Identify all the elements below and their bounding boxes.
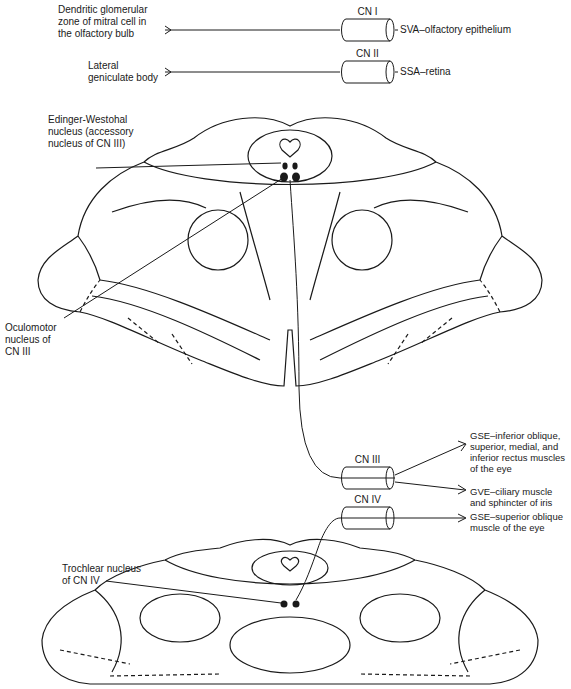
nerve-node: CN I <box>340 6 395 42</box>
drawing-stroke <box>252 551 328 585</box>
nerve-cylinder <box>340 18 395 42</box>
drawing-stroke <box>388 334 408 364</box>
drawing-stroke <box>458 441 466 451</box>
drawing-stroke <box>188 210 248 270</box>
drawing-stroke <box>165 26 171 34</box>
drawing-stroke <box>172 334 192 364</box>
drawing-stroke <box>92 296 260 360</box>
drawing-stroke <box>280 173 288 182</box>
drawing-stroke <box>282 163 287 170</box>
nerve-cylinder <box>340 506 395 530</box>
drawing-stroke <box>165 68 171 76</box>
drawing-stroke <box>248 130 332 182</box>
annotation-label: Oculomotor nucleus of CN III <box>5 322 63 358</box>
annotation-label: SSA–retina <box>400 66 565 78</box>
annotation-label: GVE–ciliary muscle and sphincter of iris <box>470 486 567 508</box>
drawing-stroke <box>78 236 100 280</box>
cylinder-body <box>342 507 391 529</box>
cylinder-body <box>342 61 391 83</box>
annotation-label: Dendritic glomerular zone of mitral cell… <box>58 4 162 40</box>
drawing-stroke <box>60 650 130 664</box>
annotation-label: Trochlear nucleus of CN IV <box>62 563 147 587</box>
cylinder-body <box>342 467 391 489</box>
drawing-stroke <box>42 539 538 684</box>
drawing-stroke <box>80 280 500 364</box>
drawing-stroke <box>230 617 350 673</box>
cylinder-end <box>386 19 394 41</box>
drawing-stroke <box>320 296 488 360</box>
drawing-stroke <box>165 560 415 584</box>
drawing-stroke <box>80 280 100 312</box>
drawing-stroke <box>395 482 465 490</box>
drawing-stroke <box>292 173 300 182</box>
drawing-stroke <box>96 163 281 168</box>
drawing-stroke <box>144 162 436 185</box>
drawing-stroke <box>165 72 398 73</box>
drawing-stroke <box>110 674 220 676</box>
drawing-stroke <box>60 650 520 676</box>
drawing-stroke <box>420 318 452 344</box>
cylinder-end <box>386 61 394 83</box>
annotation-label: Lateral geniculate body <box>88 60 162 84</box>
nerve-node: CN III <box>340 454 395 490</box>
drawing-stroke <box>480 280 500 312</box>
drawing-stroke <box>293 601 300 608</box>
annotation-label: GSE–inferior oblique, superior, medial, … <box>470 430 567 474</box>
drawing-stroke <box>458 514 466 522</box>
drawing-stroke <box>280 163 300 182</box>
drawing-stroke <box>450 650 520 664</box>
drawing-stroke <box>106 581 281 603</box>
midbrain-section-inferior <box>42 539 538 684</box>
drawing-stroke <box>280 139 300 157</box>
cylinder-body <box>342 19 391 41</box>
drawing-stroke <box>112 200 206 212</box>
nerve-name: CN II <box>340 48 395 60</box>
drawing-stroke <box>128 318 160 344</box>
drawing-stroke <box>332 210 392 270</box>
leader-lines <box>64 26 466 603</box>
drawing-stroke <box>480 236 502 280</box>
nerve-name: CN III <box>340 454 395 466</box>
drawing-stroke <box>395 444 465 475</box>
drawing-stroke <box>100 280 270 340</box>
drawing-stroke <box>290 180 395 478</box>
drawing-stroke <box>281 601 288 608</box>
nerve-cylinder <box>340 466 395 490</box>
drawing-stroke <box>292 163 297 170</box>
nerve-cylinder <box>340 60 395 84</box>
nerve-name: CN IV <box>340 494 395 506</box>
drawing-stroke <box>281 601 300 608</box>
annotation-label: Edinger-Westohal nucleus (accessory nucl… <box>48 114 144 150</box>
cylinder-end <box>386 507 394 529</box>
drawing-stroke <box>282 558 299 571</box>
drawing-stroke <box>310 280 480 340</box>
drawing-stroke <box>374 200 468 212</box>
drawing-stroke <box>360 674 470 676</box>
annotation-label: SVA–olfactory epithelium <box>400 24 565 36</box>
cylinder-end <box>386 467 394 489</box>
drawing-stroke <box>458 485 466 494</box>
drawing-stroke <box>360 594 440 642</box>
nerve-name: CN I <box>340 6 395 18</box>
drawing-stroke <box>38 118 542 386</box>
nerve-node: CN II <box>340 48 395 84</box>
drawing-stroke <box>165 30 398 31</box>
midbrain-section-superior <box>38 118 542 386</box>
annotation-label: GSE–superior oblique muscle of the eye <box>470 511 567 533</box>
drawing-stroke <box>240 192 270 300</box>
nerve-node: CN IV <box>340 494 395 530</box>
drawing-stroke <box>310 192 340 300</box>
drawing-stroke <box>140 594 220 642</box>
